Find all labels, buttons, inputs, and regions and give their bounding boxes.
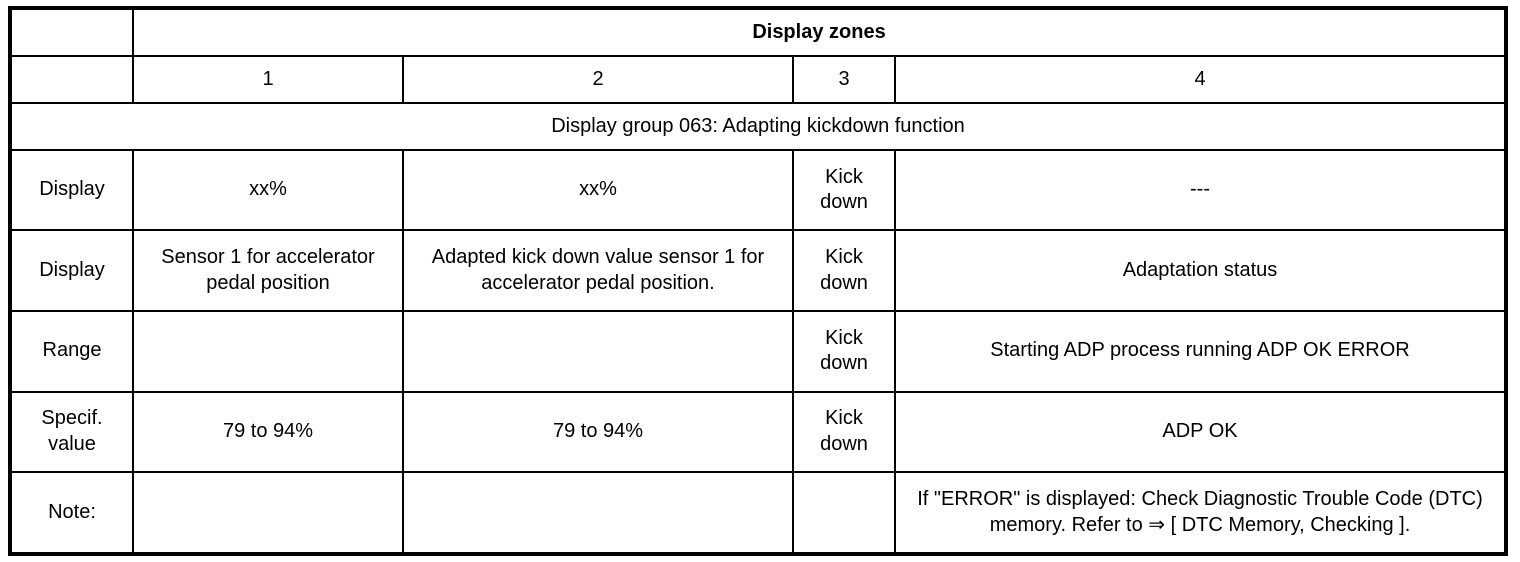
table-header-row-numbers: 1 2 3 4 [9, 55, 1508, 105]
zone-number-2: 2 [402, 55, 794, 105]
table-row: Specif. value 79 to 94% 79 to 94% Kick d… [9, 390, 1508, 474]
row-label-display-values: Display [9, 148, 134, 232]
cell-zone3-range: Kick down [792, 309, 896, 393]
zone-number-1: 1 [132, 55, 404, 105]
table-header-row-title: Display zones [9, 6, 1508, 58]
row-label-specified-value: Specif. value [9, 390, 134, 474]
cell-zone3-display-description: Kick down [792, 229, 896, 312]
cell-zone2-display-values: xx% [402, 148, 794, 232]
spec-table-sheet: Display zones 1 2 3 4 Display group 063:… [8, 6, 1509, 556]
cell-zone1-display-description: Sensor 1 for accelerator pedal position [132, 229, 404, 312]
header-number-corner-cell [9, 55, 134, 105]
cell-zone3-specified-value: Kick down [792, 390, 896, 474]
table-row: Range Kick down Starting ADP process run… [9, 309, 1508, 393]
row-label-note: Note: [9, 471, 134, 555]
cell-zone1-range [132, 309, 404, 393]
cell-zone2-range [402, 309, 794, 393]
cell-zone4-display-description: Adaptation status [893, 229, 1508, 312]
cell-zone4-note: If "ERROR" is displayed: Check Diagnosti… [893, 471, 1508, 555]
row-label-range: Range [9, 309, 134, 393]
cell-zone3-note [792, 471, 896, 555]
display-zones-table: Display zones 1 2 3 4 Display group 063:… [8, 6, 1509, 556]
cell-zone4-display-values: --- [893, 148, 1508, 232]
table-row: Note: If "ERROR" is displayed: Check Dia… [9, 471, 1508, 555]
cell-zone2-display-description: Adapted kick down value sensor 1 for acc… [402, 229, 794, 312]
zone-number-3: 3 [792, 55, 896, 105]
display-zones-title: Display zones [131, 6, 1508, 58]
cell-zone2-note [402, 471, 794, 555]
header-corner-cell [9, 6, 134, 58]
cell-zone1-specified-value: 79 to 94% [132, 390, 404, 474]
display-group-row: Display group 063: Adapting kickdown fun… [8, 102, 1508, 151]
table-row: Display Sensor 1 for accelerator pedal p… [9, 229, 1508, 312]
cell-zone1-display-values: xx% [132, 148, 404, 232]
row-label-display-description: Display [9, 229, 134, 312]
zone-number-4: 4 [893, 55, 1508, 105]
cell-zone4-specified-value: ADP OK [893, 390, 1508, 474]
table-row: Display xx% xx% Kick down --- [9, 148, 1508, 232]
cell-zone4-range: Starting ADP process running ADP OK ERRO… [893, 309, 1508, 393]
cell-zone2-specified-value: 79 to 94% [402, 390, 794, 474]
cell-zone1-note [132, 471, 404, 555]
cell-zone3-display-values: Kick down [792, 148, 896, 232]
display-group-title: Display group 063: Adapting kickdown fun… [8, 102, 1508, 151]
